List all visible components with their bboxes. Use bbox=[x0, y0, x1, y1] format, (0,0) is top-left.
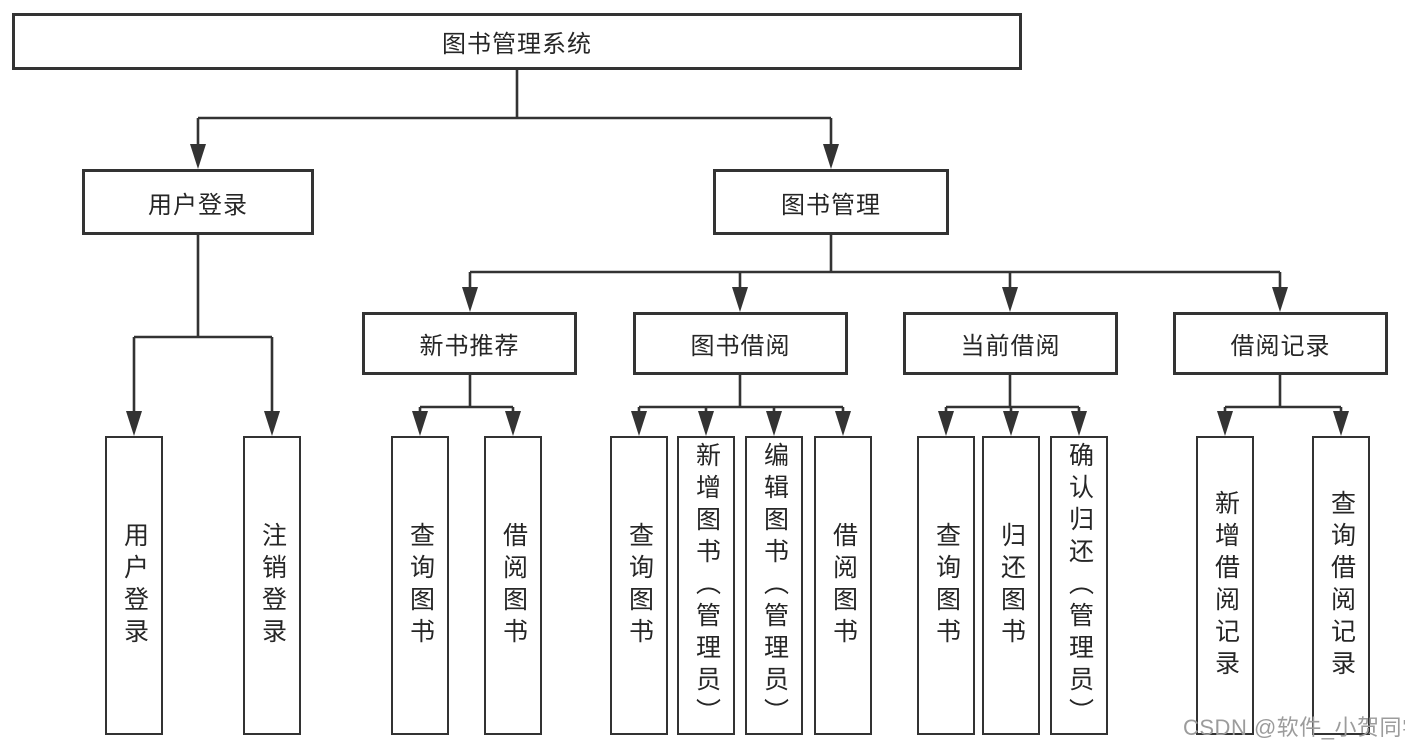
leaf-query-borrow-record-label: 查询借阅记录 bbox=[1327, 489, 1356, 682]
leaf-add-borrow-record: 新增借阅记录 bbox=[1196, 436, 1254, 735]
node-library-system: 图书管理系统 bbox=[12, 13, 1022, 70]
leaf-borrow-books-recommend: 借阅图书 bbox=[484, 436, 542, 735]
leaf-query-books-borrow-label: 查询图书 bbox=[625, 521, 654, 650]
leaf-borrow-books-recommend-label: 借阅图书 bbox=[499, 521, 528, 650]
leaf-query-borrow-record: 查询借阅记录 bbox=[1312, 436, 1370, 735]
node-book-borrow: 图书借阅 bbox=[633, 312, 848, 375]
leaf-add-borrow-record-label: 新增借阅记录 bbox=[1211, 489, 1240, 682]
node-library-system-label: 图书管理系统 bbox=[442, 31, 592, 58]
leaf-query-books-current-label: 查询图书 bbox=[932, 521, 961, 650]
leaf-user-login-label: 用户登录 bbox=[120, 521, 149, 650]
leaf-return-book: 归还图书 bbox=[982, 436, 1040, 735]
leaf-borrow-books-label: 借阅图书 bbox=[829, 521, 858, 650]
leaf-query-books-recommend: 查询图书 bbox=[391, 436, 449, 735]
leaf-return-book-label: 归还图书 bbox=[997, 521, 1026, 650]
leaf-add-book-admin: 新增图书（管理员） bbox=[677, 436, 735, 735]
node-user-login-label: 用户登录 bbox=[148, 191, 248, 219]
node-book-management-label: 图书管理 bbox=[781, 191, 881, 219]
leaf-add-book-admin-label: 新增图书（管理员） bbox=[692, 441, 721, 730]
node-current-borrow-label: 当前借阅 bbox=[960, 333, 1061, 360]
leaf-logout: 注销登录 bbox=[243, 436, 301, 735]
leaf-query-books-borrow: 查询图书 bbox=[610, 436, 668, 735]
node-new-book-recommend: 新书推荐 bbox=[362, 312, 577, 375]
leaf-confirm-return-admin: 确认归还（管理员） bbox=[1050, 436, 1108, 735]
connector-path bbox=[132, 70, 1343, 414]
leaf-borrow-books: 借阅图书 bbox=[814, 436, 872, 735]
node-borrow-records-label: 借阅记录 bbox=[1230, 333, 1331, 360]
node-current-borrow: 当前借阅 bbox=[903, 312, 1118, 375]
leaf-logout-label: 注销登录 bbox=[258, 521, 287, 650]
node-borrow-records: 借阅记录 bbox=[1173, 312, 1388, 375]
leaf-edit-book-admin: 编辑图书（管理员） bbox=[745, 436, 803, 735]
node-book-borrow-label: 图书借阅 bbox=[690, 333, 791, 360]
leaf-query-books-current: 查询图书 bbox=[917, 436, 975, 735]
leaf-user-login: 用户登录 bbox=[105, 436, 163, 735]
node-user-login: 用户登录 bbox=[82, 169, 314, 235]
csdn-watermark: CSDN @软件_小贺同学 bbox=[1183, 715, 1405, 740]
leaf-confirm-return-admin-label: 确认归还（管理员） bbox=[1065, 441, 1094, 730]
node-book-management: 图书管理 bbox=[713, 169, 949, 235]
node-new-book-recommend-label: 新书推荐 bbox=[419, 333, 520, 360]
arrowheads bbox=[126, 144, 1349, 436]
leaf-query-books-recommend-label: 查询图书 bbox=[406, 521, 435, 650]
leaf-edit-book-admin-label: 编辑图书（管理员） bbox=[760, 441, 789, 730]
